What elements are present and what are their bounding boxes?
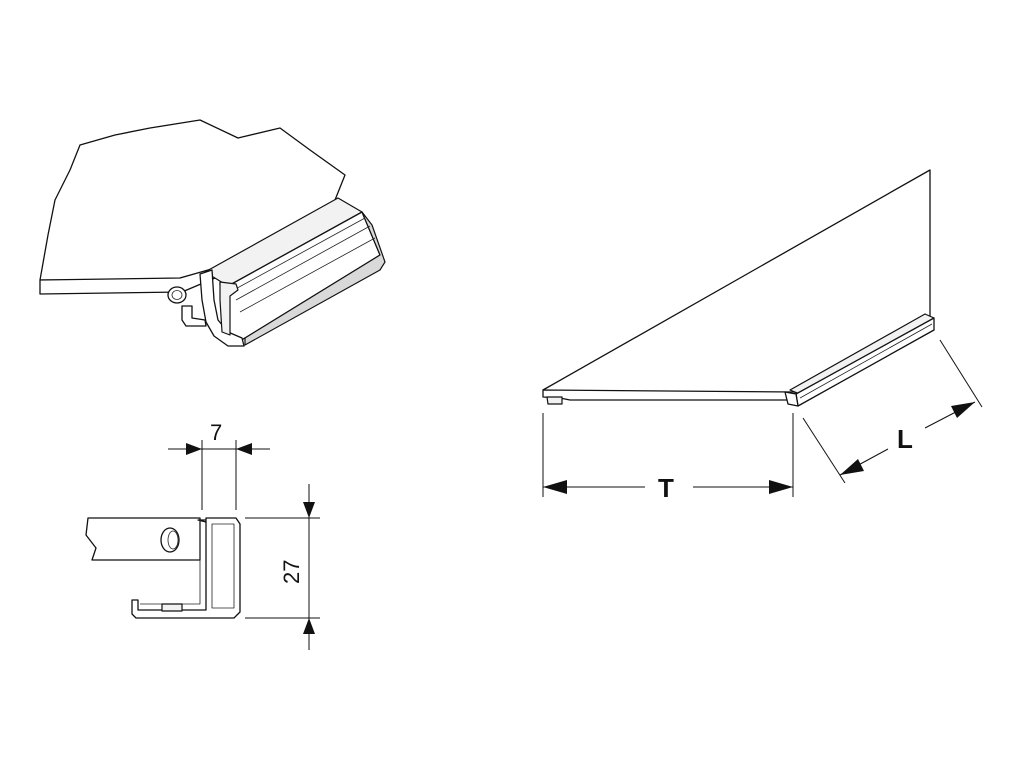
clip-groove-lines bbox=[229, 217, 376, 313]
triangular-panel-edge bbox=[542, 389, 796, 401]
dim27-arrow-top bbox=[303, 502, 315, 518]
clip-lip bbox=[181, 305, 207, 327]
section-panel bbox=[85, 517, 201, 561]
dimL-ext-near bbox=[802, 417, 846, 484]
dimL-arrow-far bbox=[951, 402, 975, 418]
section-clip-tab bbox=[161, 603, 183, 612]
section-bolt-hole-inner bbox=[167, 530, 179, 550]
dimL-arrow-near bbox=[840, 459, 864, 475]
dim7-arrow-right bbox=[236, 443, 252, 455]
clip-strip-inner bbox=[799, 323, 933, 399]
panel-bolt-hole-inner bbox=[171, 290, 183, 300]
section-clip-inner bbox=[140, 520, 235, 609]
dim7-arrow-left bbox=[186, 443, 202, 455]
profile-cross-section: 7 27 bbox=[85, 420, 320, 650]
panel-bolt-hole bbox=[167, 286, 187, 304]
section-bolt-hole bbox=[160, 527, 180, 553]
dim-l-label: L bbox=[897, 424, 913, 454]
dim-width-label: 7 bbox=[210, 420, 222, 445]
dimT-arrow-right bbox=[769, 480, 793, 494]
dimT-arrow-left bbox=[543, 480, 567, 494]
clip-inner-channel bbox=[219, 281, 239, 336]
triangular-panel-assembly: T L bbox=[542, 169, 983, 503]
dim-height-label: 27 bbox=[279, 560, 304, 584]
panel-left-lip bbox=[546, 396, 563, 405]
clip-strip-end bbox=[784, 391, 799, 407]
isometric-clip-detail bbox=[39, 119, 386, 347]
clip-end-profile bbox=[199, 269, 245, 347]
section-clip-body bbox=[131, 517, 241, 619]
clip-side-face bbox=[244, 211, 386, 346]
dim-t-label: T bbox=[658, 473, 674, 503]
dim27-arrow-bottom bbox=[303, 618, 315, 634]
dimL-ext-far bbox=[939, 339, 983, 408]
